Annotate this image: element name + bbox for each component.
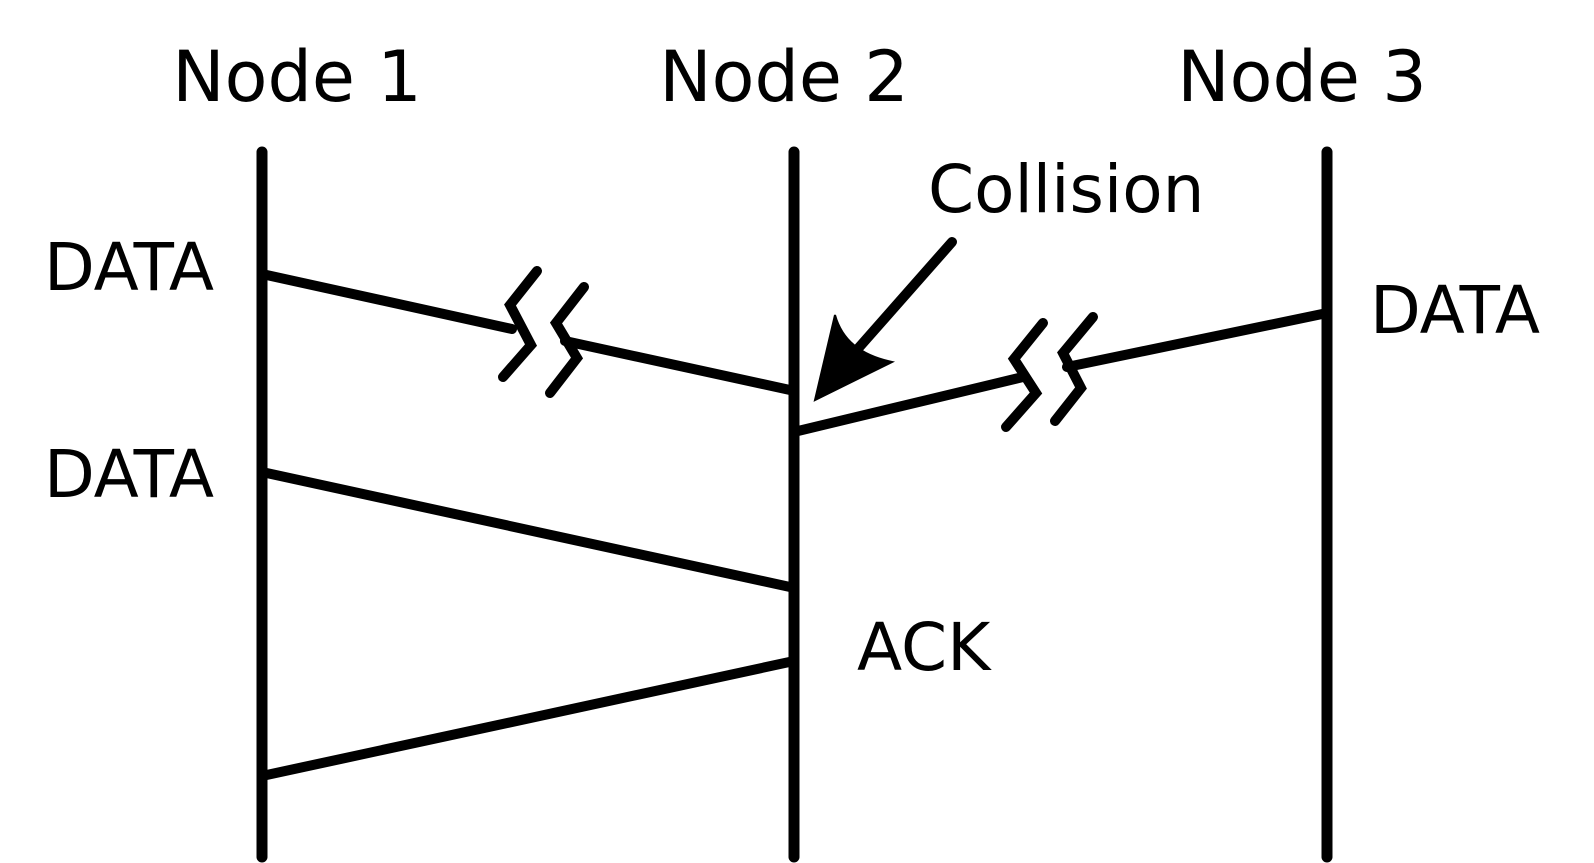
node-3-title: Node 3 [1177,36,1426,118]
data-2-arrow [257,467,795,592]
data-1-arrow [257,266,795,398]
collision-pointer-shaft [850,237,957,357]
data-1-label: DATA [44,229,214,306]
ack-label: ACK [857,609,992,686]
node-2-title: Node 2 [659,36,908,118]
node-1-title: Node 1 [172,36,421,118]
data-3-segment-start [1062,308,1332,372]
ack-arrow [257,656,799,781]
data-3-break-right [1050,312,1098,426]
collision-pointer-arrow [813,237,957,402]
data-1-segment-start [257,269,517,334]
data-1-break-left [498,266,542,382]
data-3-segment-end [793,372,1028,436]
data-3-arrow [793,308,1332,436]
collision-pointer-head [813,314,896,402]
data-1-segment-end [560,336,795,395]
collision-label: Collision [928,151,1204,228]
data-2-label: DATA [44,436,214,513]
data-3-label: DATA [1370,272,1540,349]
